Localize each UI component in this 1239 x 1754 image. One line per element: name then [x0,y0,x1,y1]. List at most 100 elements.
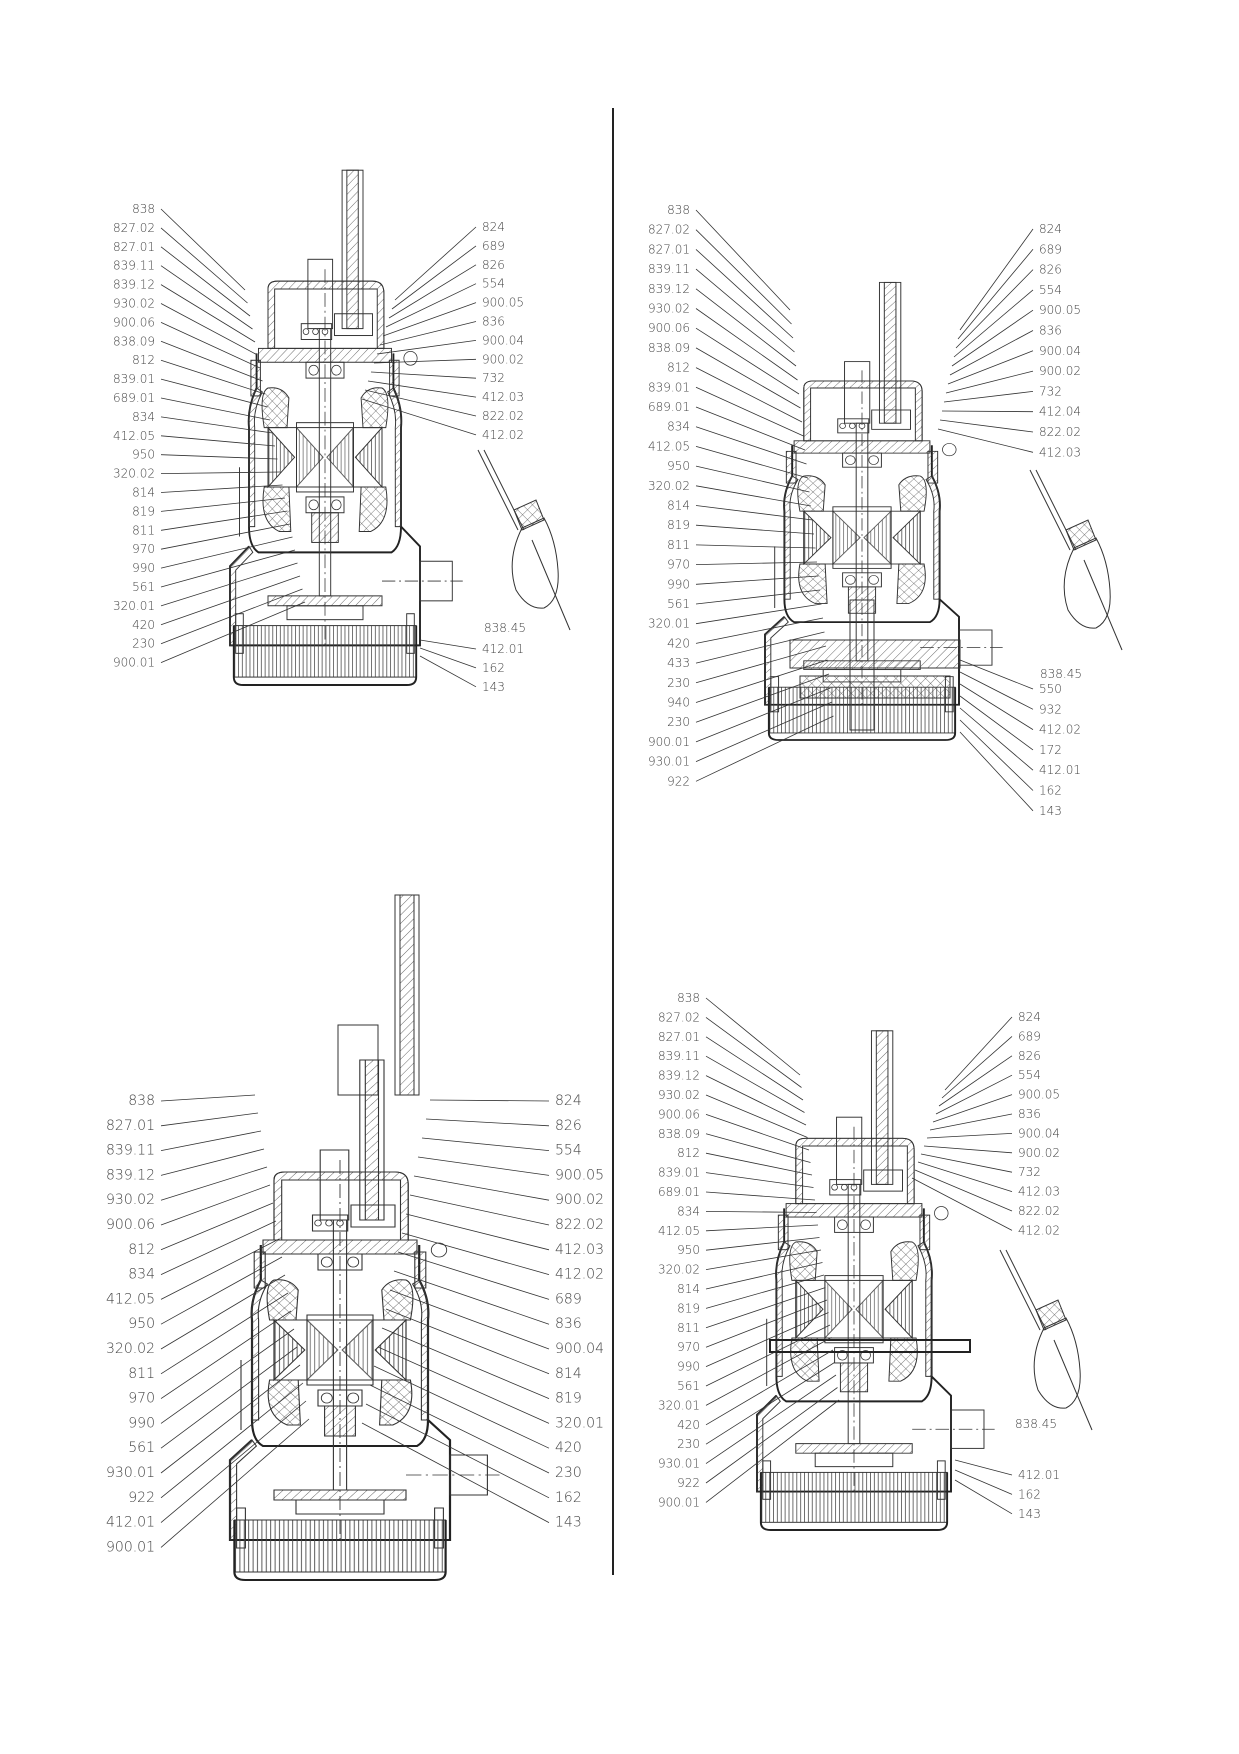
leader-line [705,1211,817,1213]
leader-line [160,1364,301,1474]
leader-line [705,1237,820,1251]
part-number-label: 900.04 [1039,344,1081,358]
leader-line [695,249,794,339]
leader-line [401,1232,550,1275]
leader-line [705,1152,813,1176]
leader-line [409,1194,550,1226]
cable-label-top-left: 838.45 [484,621,526,635]
leader-line [361,1422,550,1523]
part-number-label: 162 [555,1490,582,1506]
drawing-top-left: 838827.02827.01839.11839.12930.02900.068… [113,169,571,694]
part-number-label: 732 [1018,1165,1041,1179]
leader-line [695,715,834,782]
leader-line [160,601,306,663]
leader-line [705,1312,829,1367]
part-number-label: 950 [132,448,155,462]
leader-line [911,1177,1013,1231]
part-number-label: 827.02 [648,223,690,237]
leader-line [705,1374,837,1464]
part-number-label: 412.05 [113,429,155,443]
part-number-label: 412.04 [1039,405,1081,419]
leader-line [705,1387,838,1484]
leader-line [160,484,283,493]
part-number-label: 827.02 [113,221,155,235]
leader-line [160,359,266,395]
part-number-label: 900.01 [648,735,690,749]
part-number-label: 839.11 [658,1049,700,1063]
part-number-label: 320.01 [555,1415,604,1431]
part-number-label: 839.12 [648,282,690,296]
leader-line [914,1169,1013,1212]
part-number-label: 930.01 [648,755,690,769]
part-number-label: 819 [677,1301,700,1315]
part-number-label: 732 [1039,384,1062,398]
leader-line [695,687,831,743]
leader-line [160,1418,310,1548]
leader-line [705,1349,834,1426]
leader-line [160,1184,271,1226]
part-number-label: 900.02 [555,1192,604,1208]
leader-line [705,1036,804,1101]
part-number-label: 412.05 [658,1224,700,1238]
leader-line [160,549,296,588]
part-number-label: 930.02 [106,1192,155,1208]
leader-line [160,435,276,447]
leader-line [959,683,1034,730]
part-number-label: 834 [677,1204,700,1218]
part-number-label: 970 [677,1340,700,1354]
part-number-label: 900.01 [113,656,155,670]
part-number-label: 836 [1018,1107,1041,1121]
part-number-label: 838 [667,203,690,217]
leader-line [695,209,791,311]
part-number-label: 320.01 [113,599,155,613]
leader-line [941,1036,1013,1099]
leader-line [695,367,803,423]
leader-line [695,406,806,451]
leader-line [160,1148,265,1176]
part-number-label: 689.01 [658,1185,700,1199]
leader-line [705,1362,835,1445]
part-number-label: 922 [128,1490,155,1506]
drawing-bottom-left: 838827.01839.11839.12930.02900.068128344… [106,894,604,1582]
leader-line [160,471,281,474]
part-number-label: 420 [555,1440,582,1456]
part-number-label: 162 [1018,1487,1041,1501]
part-number-label: 412.03 [1039,445,1081,459]
part-number-label: 839.12 [106,1167,155,1183]
leader-line [705,1017,802,1088]
part-number-label: 689.01 [113,391,155,405]
part-number-label: 930.02 [658,1088,700,1102]
leader-line [413,1175,550,1201]
part-number-label: 689 [1018,1029,1041,1043]
part-number-label: 412.05 [106,1291,155,1307]
leader-line [695,603,822,625]
part-number-label: 172 [1039,743,1062,757]
part-number-label: 812 [667,361,690,375]
part-number-label: 814 [667,499,690,513]
part-number-label: 412.03 [1018,1185,1060,1199]
pump-cross-section-top-left [229,169,464,686]
leader-line [160,322,261,369]
leader-line [695,308,798,381]
leader-line [365,1403,550,1499]
leader-line [361,398,477,436]
leader-line [695,505,813,521]
part-number-label: 990 [677,1360,700,1374]
leader-line [705,997,801,1076]
pump-cross-section-bottom-left [228,894,501,1582]
part-number-label: 839.12 [113,278,155,292]
part-number-label: 230 [667,715,690,729]
part-number-label: 950 [667,459,690,473]
part-number-label: 900.05 [1018,1088,1060,1102]
part-number-label: 834 [128,1267,155,1283]
part-number-label: 970 [667,558,690,572]
part-number-label: 900.06 [658,1107,700,1121]
part-number-label: 827.01 [648,242,690,256]
part-number-label: 162 [482,661,505,675]
part-number-label: 900.01 [106,1539,155,1555]
leader-line [947,350,1034,385]
leader-line [705,1274,825,1309]
leader-line [419,655,477,688]
part-number-label: 554 [482,277,505,291]
